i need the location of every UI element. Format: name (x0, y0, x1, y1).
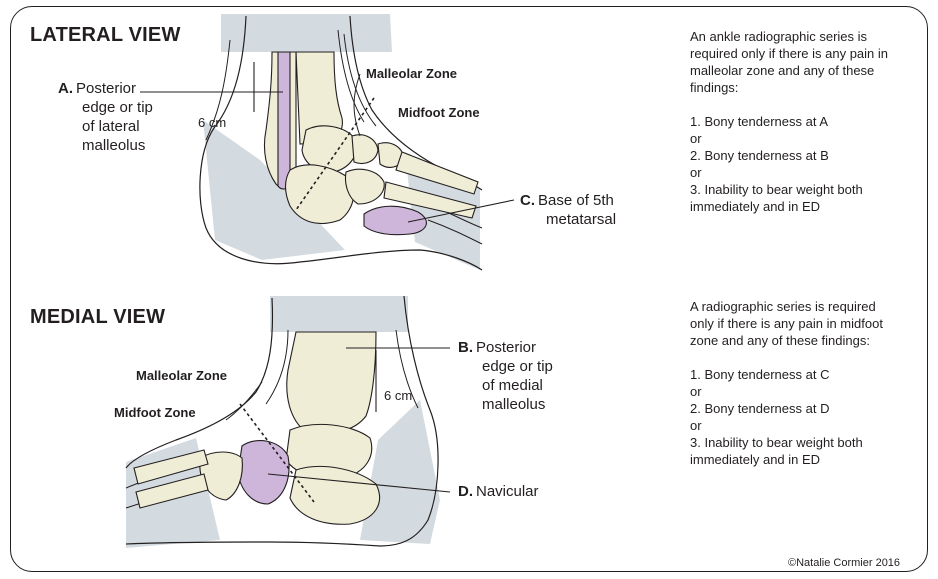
lateral-navicular (352, 135, 378, 164)
lateral-leg-band-top (221, 14, 392, 52)
medial-view-drawing (126, 296, 450, 548)
label-a-line: malleolus (82, 137, 145, 154)
medial-tibia (287, 332, 376, 433)
medial-view-title: MEDIAL VIEW (30, 306, 165, 329)
medial-midfoot-zone-label: Midfoot Zone (114, 405, 196, 420)
lateral-view-drawing (140, 14, 514, 270)
foot-rule-item: immediately and in ED (690, 451, 922, 468)
label-a-letter: A. (58, 80, 73, 97)
label-a-line: edge or tip (82, 99, 153, 116)
medial-tendon-line (266, 330, 288, 404)
label-c-line: Base of 5th (538, 192, 614, 209)
foot-rule-item: or (690, 417, 922, 434)
medial-heel-soft-tissue (360, 400, 440, 544)
copyright-credit: ©Natalie Cormier 2016 (788, 557, 900, 569)
label-c-line: metatarsal (546, 211, 616, 228)
ankle-rule-intro-line: An ankle radiographic series is (690, 28, 922, 45)
label-d: D.Navicular (458, 482, 539, 501)
ankle-rule-item: 1. Bony tenderness at A (690, 113, 922, 130)
ankle-rule-item: immediately and in ED (690, 198, 922, 215)
medial-calcaneus (290, 466, 380, 524)
lateral-midfoot-zone-label: Midfoot Zone (398, 105, 480, 120)
foot-rule-item: 1. Bony tenderness at C (690, 366, 922, 383)
ankle-rule-intro-line: malleolar zone and any of these (690, 62, 922, 79)
label-b-letter: B. (458, 339, 473, 356)
foot-rule-text: A radiographic series is required only i… (690, 298, 922, 468)
medial-distance-label: 6 cm (384, 388, 412, 403)
ankle-rule-intro-line: findings: (690, 79, 922, 96)
foot-rule-item: or (690, 383, 922, 400)
foot-rule-item: 3. Inability to bear weight both (690, 434, 922, 451)
label-b-line: edge or tip (482, 358, 553, 375)
label-b-line: Posterior (476, 339, 536, 356)
medial-malleolar-zone-label: Malleolar Zone (136, 368, 227, 383)
ankle-rule-intro-line: required only if there is any pain in (690, 45, 922, 62)
ankle-rule-item: or (690, 164, 922, 181)
lateral-distance-label: 6 cm (198, 115, 226, 130)
medial-leg-band-top (270, 296, 408, 332)
lateral-malleolar-zone-label: Malleolar Zone (366, 66, 457, 81)
label-a: A.Posterior edge or tip of lateral malle… (58, 79, 153, 155)
label-d-line: Navicular (476, 483, 539, 500)
ankle-rule-text: An ankle radiographic series is required… (690, 28, 922, 215)
lateral-malleolus-highlight-a (278, 52, 290, 189)
foot-rule-intro-line: A radiographic series is required (690, 298, 922, 315)
foot-rule-item: 2. Bony tenderness at D (690, 400, 922, 417)
foot-rule-intro-line: zone and any of these findings: (690, 332, 922, 349)
label-b-line: malleolus (482, 396, 545, 413)
label-b: B.Posterior edge or tip of medial malleo… (458, 338, 553, 414)
label-a-line: of lateral (82, 118, 140, 135)
label-c: C.Base of 5th metatarsal (520, 191, 616, 229)
label-b-line: of medial (482, 377, 543, 394)
label-a-line: Posterior (76, 80, 136, 97)
lateral-view-title: LATERAL VIEW (30, 24, 181, 47)
foot-rule-intro-line: only if there is any pain in midfoot (690, 315, 922, 332)
ankle-rule-item: or (690, 130, 922, 147)
ankle-rule-item: 3. Inability to bear weight both (690, 181, 922, 198)
label-d-letter: D. (458, 483, 473, 500)
label-c-letter: C. (520, 192, 535, 209)
navicular-highlight-d (238, 441, 289, 504)
ankle-rule-item: 2. Bony tenderness at B (690, 147, 922, 164)
